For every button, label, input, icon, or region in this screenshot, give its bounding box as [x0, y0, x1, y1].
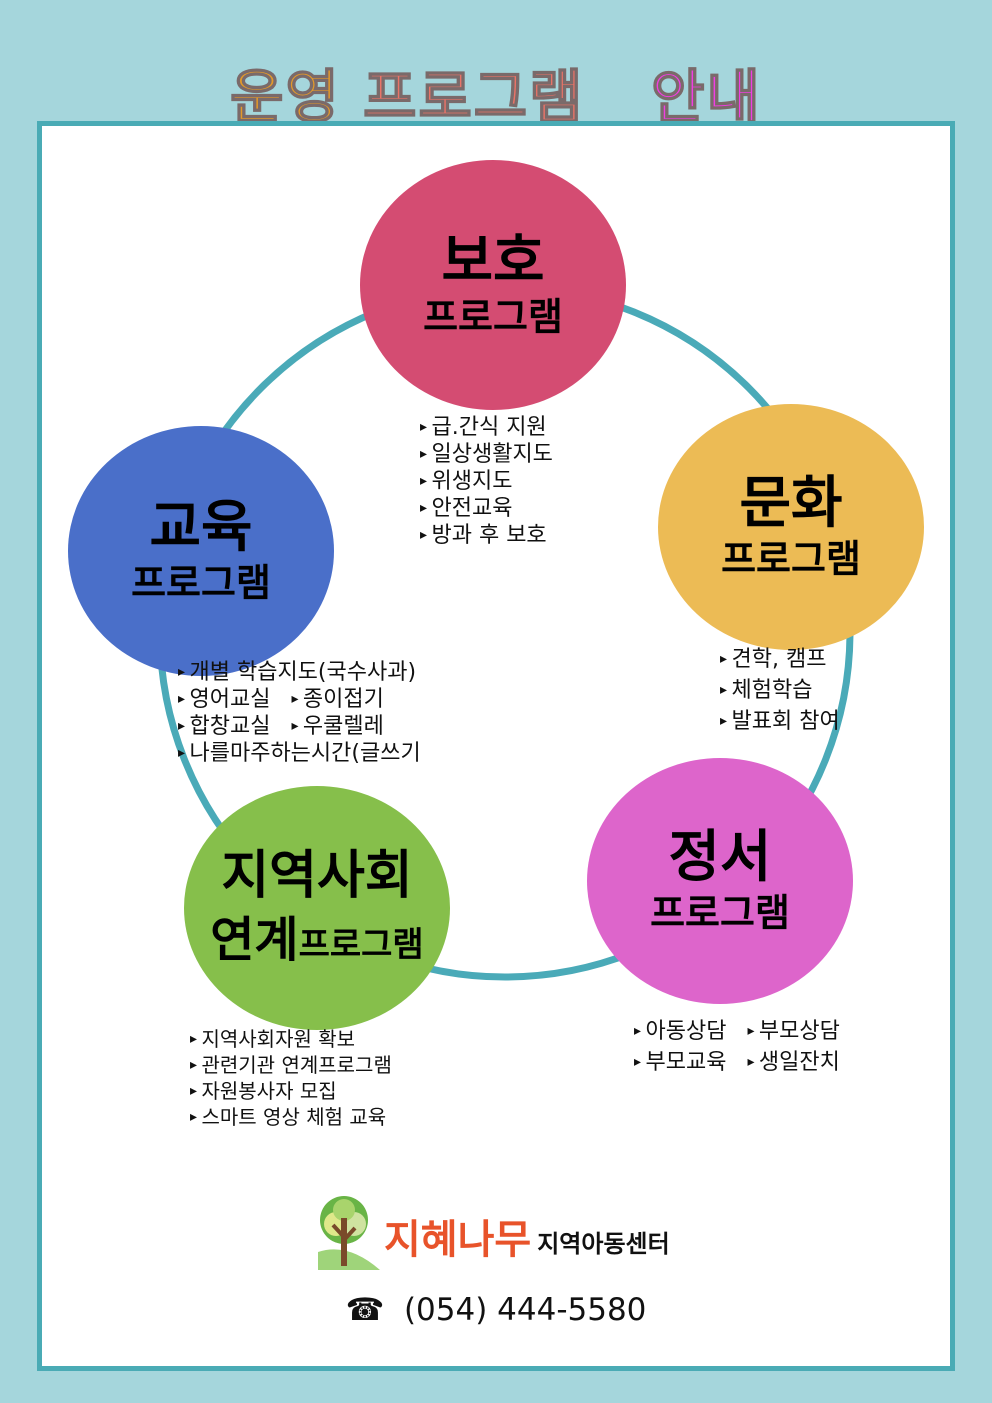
culture-list: 견학, 캠프 체험학습 발표회 참여: [720, 644, 839, 737]
center-logo: 지혜나무 지역아동센터: [318, 1192, 670, 1270]
telephone-icon: ☎: [345, 1292, 385, 1328]
emotion-list: 아동상담 부모상담 부모교육 생일잔치: [634, 1016, 839, 1078]
education-list: 개별 학습지도(국수사과) 영어교실 종이접기 합창교실 우쿨렐레 나를마주하는…: [178, 659, 420, 767]
community-circle: 지역사회 연계프로그램: [184, 786, 450, 1030]
community-list: 지역사회자원 확보 관련기관 연계프로그램 자원봉사자 모집 스마트 영상 체험…: [190, 1026, 391, 1130]
tree-icon: [318, 1196, 380, 1270]
protection-list: 급.간식 지원 일상생활지도 위생지도 안전교육 방과 후 보호: [420, 414, 552, 549]
education-circle: 교육 프로그램: [68, 426, 334, 676]
protection-circle: 보호 프로그램: [360, 160, 626, 410]
culture-circle: 문화 프로그램: [658, 404, 924, 650]
emotion-circle: 정서 프로그램: [587, 758, 853, 1004]
page-title: 운영 프로그램 안내: [229, 62, 762, 132]
phone-number: ☎ (054) 444-5580: [345, 1292, 647, 1328]
